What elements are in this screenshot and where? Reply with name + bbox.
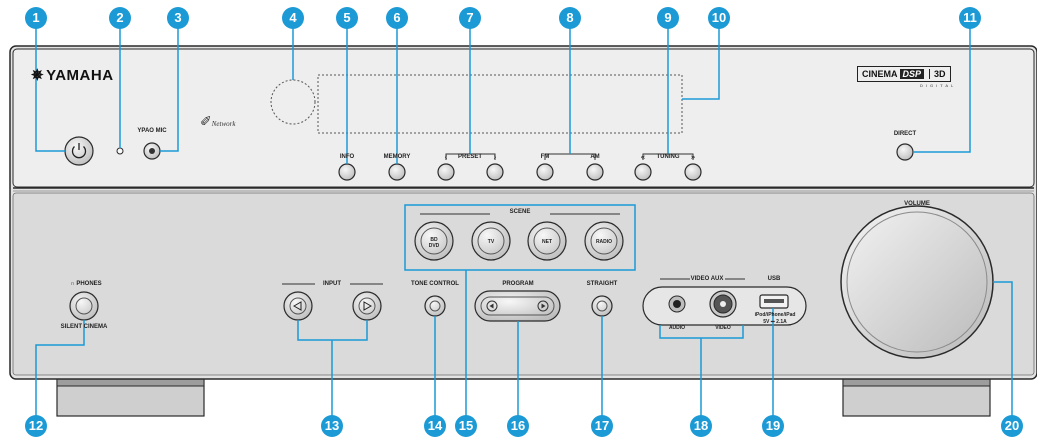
scene-bd-dvd-button <box>414 221 454 261</box>
network-swoosh-icon: ✐ <box>200 115 212 130</box>
info-label: INFO <box>339 154 355 160</box>
straight-button <box>591 295 613 317</box>
tone-control-button <box>424 295 446 317</box>
video-label: VIDEO <box>715 325 731 331</box>
fm-button <box>536 163 554 181</box>
phones-jack <box>69 291 99 321</box>
usb-ipod-label: iPod/iPhone/iPad <box>754 312 796 318</box>
scene-radio-label: RADIO <box>595 239 613 245</box>
scene-buttons <box>414 221 624 261</box>
preset-prev-icon: ‹ <box>444 152 448 162</box>
callout-4: 4 <box>282 7 304 29</box>
input-left-button <box>283 291 313 321</box>
info-button <box>338 163 356 181</box>
audio-label: AUDIO <box>668 325 686 331</box>
left-foot <box>56 377 205 417</box>
preset-next-icon: › <box>493 152 497 162</box>
am-label: AM <box>590 154 600 160</box>
callout-19: 19 <box>762 415 784 437</box>
preset-label: PRESET <box>457 154 483 160</box>
network-logo: ✐Network <box>200 115 236 130</box>
direct-button <box>896 143 914 161</box>
yamaha-logo: ✵YAMAHA <box>31 67 114 84</box>
input-right-button <box>352 291 382 321</box>
tuning-up-icon: » <box>690 152 696 162</box>
lower-panel <box>12 192 1035 376</box>
tuning-fork-logo-icon: ✵ <box>31 67 45 84</box>
scene-net-label: NET <box>542 239 552 245</box>
power-button <box>64 136 94 166</box>
usb-label: USB <box>767 276 781 282</box>
callout-3: 3 <box>167 7 189 29</box>
video-aux-label: VIDEO AUX <box>690 276 724 282</box>
am-button <box>586 163 604 181</box>
usb-power-label: 5V ⎓ 2.1A <box>763 319 787 325</box>
callout-7: 7 <box>459 7 481 29</box>
callout-15: 15 <box>455 415 477 437</box>
silent-cinema-label: SILENT CINEMA <box>60 324 108 330</box>
callout-11: 11 <box>959 7 981 29</box>
preset-prev-button <box>437 163 455 181</box>
callout-10: 10 <box>708 7 730 29</box>
straight-label: STRAIGHT <box>586 281 618 287</box>
tuning-up-button <box>684 163 702 181</box>
callout-5: 5 <box>336 7 358 29</box>
display-window <box>317 74 683 134</box>
program-selector <box>474 290 561 322</box>
ypao-mic-label: YPAO MIC <box>137 128 167 134</box>
remote-sensor <box>270 79 316 125</box>
callout-13: 13 <box>321 415 343 437</box>
scene-group-frame <box>404 204 636 271</box>
tuning-label: TUNING <box>656 154 680 160</box>
standby-indicator <box>116 147 124 155</box>
scene-bd-dvd-label: BD DVD <box>428 237 440 249</box>
callout-20: 20 <box>1001 415 1023 437</box>
callout-17: 17 <box>591 415 613 437</box>
tuning-down-button <box>634 163 652 181</box>
scene-tv-button <box>471 221 511 261</box>
memory-label: MEMORY <box>383 154 411 160</box>
phones-label: ∩ PHONES <box>70 281 102 287</box>
memory-button <box>388 163 406 181</box>
program-label: PROGRAM <box>502 281 534 287</box>
callout-16: 16 <box>507 415 529 437</box>
scene-label: SCENE <box>509 209 531 215</box>
top-row-buttons <box>338 143 914 181</box>
callout-9: 9 <box>657 7 679 29</box>
tuning-down-icon: « <box>640 152 646 162</box>
callout-2: 2 <box>109 7 131 29</box>
scene-tv-label: TV <box>487 239 495 245</box>
right-foot <box>842 377 991 417</box>
upper-panel <box>12 48 1035 188</box>
preset-next-button <box>486 163 504 181</box>
aux-usb-panel <box>642 286 807 326</box>
callout-12: 12 <box>25 415 47 437</box>
callout-18: 18 <box>690 415 712 437</box>
callout-14: 14 <box>424 415 446 437</box>
tone-control-label: TONE CONTROL <box>411 281 459 287</box>
callout-1: 1 <box>25 7 47 29</box>
scene-net-button <box>527 221 567 261</box>
callout-6: 6 <box>386 7 408 29</box>
headphones-icon: ∩ <box>70 281 75 287</box>
scene-radio-button <box>584 221 624 261</box>
callout-8: 8 <box>559 7 581 29</box>
fm-label: FM <box>540 154 550 160</box>
direct-label: DIRECT <box>893 131 917 137</box>
input-label: INPUT <box>323 281 341 287</box>
volume-knob <box>840 205 994 359</box>
volume-label: VOLUME <box>904 201 930 207</box>
cinema-dsp-sub: DIGITAL <box>920 83 957 88</box>
ypao-mic-jack <box>143 142 161 160</box>
